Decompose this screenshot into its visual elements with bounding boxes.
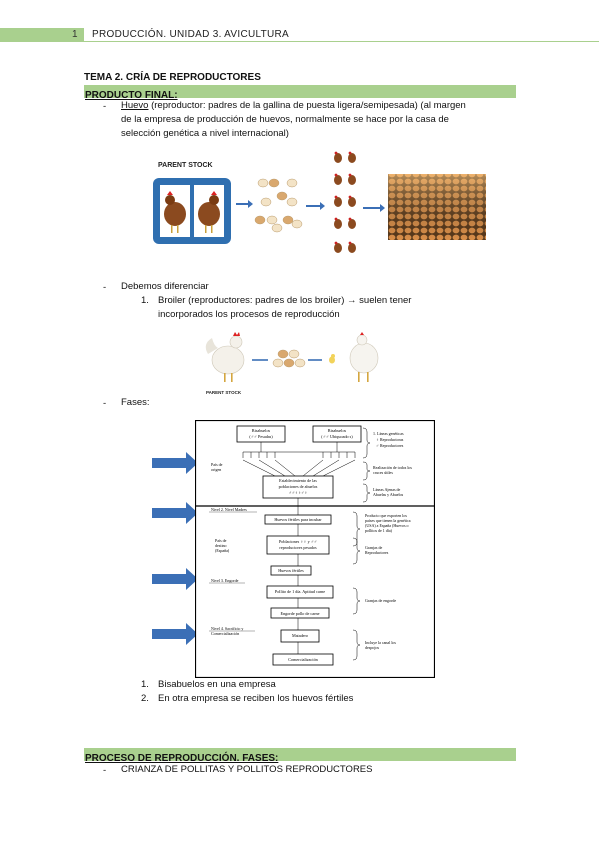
huevos-fertiles-box (270, 565, 312, 576)
nivel2-label: Nivel 2. Nivel Madres (211, 507, 247, 512)
svg-text:(USA) a España (Huevos o: (USA) a España (Huevos o (365, 523, 409, 528)
poblaciones-reproductores-box (266, 535, 330, 555)
svg-text:despojos: despojos (365, 645, 379, 650)
list-item: En otra empresa se reciben los huevos fé… (158, 693, 354, 704)
huevo-line2: de la empresa de producción de huevos, n… (121, 114, 449, 125)
huevos-fertiles-incubar-box (264, 514, 332, 525)
list-item: Bisabuelos en una empresa (158, 679, 276, 690)
svg-text:Pollito de 1 día. Aptitud carn: Pollito de 1 día. Aptitud carne (275, 589, 325, 594)
broiler-line2: incorporados los procesos de reproducció… (158, 309, 340, 320)
arrow-icon (363, 204, 385, 212)
huevo-line1: (reproductor: padres de la gallina de pu… (148, 100, 466, 111)
arrow-icon (236, 200, 253, 208)
eggs-icon (272, 349, 306, 368)
blue-arrow-icon (152, 568, 198, 590)
header-title: PRODUCCIÓN. UNIDAD 3. AVICULTURA (92, 29, 290, 40)
figure2-label: PARENT STOCK (206, 390, 242, 395)
svg-text:Matadero: Matadero (292, 633, 308, 638)
section-band-proceso: PROCESO DE REPRODUCCIÓN. FASES: (84, 748, 516, 764)
eggs-cluster-icon (254, 178, 303, 233)
nivel3-label: Nivel 3. Engorde (211, 578, 239, 583)
white-rooster-icon (205, 332, 245, 382)
svg-text:Producto que exporten los: Producto que exporten los (365, 513, 407, 518)
svg-text:1. Líneas genéticas: 1. Líneas genéticas (373, 431, 404, 436)
chick-icon (329, 354, 335, 364)
pais-origen-label: País de (211, 462, 223, 467)
bullet-debemos: Debemos diferenciar (121, 281, 209, 292)
side-arrows (152, 452, 198, 645)
svg-text:(♂♂ Ubiquoado s): (♂♂ Ubiquoado s) (321, 434, 353, 439)
svg-text:Granjas de engorde: Granjas de engorde (365, 598, 396, 603)
broiler-line1: Broiler (reproductores: padres de los br… (158, 295, 412, 306)
svg-text:Engorde pollo de carne: Engorde pollo de carne (281, 611, 320, 616)
page-number: 1 (72, 29, 78, 40)
svg-text:países que tienen la genética: países que tienen la genética (365, 518, 411, 523)
section-label-producto-final: PRODUCTO FINAL: (85, 90, 178, 101)
blue-arrow-icon (152, 623, 198, 645)
section-label-proceso: PROCESO DE REPRODUCCIÓN. FASES: (85, 753, 279, 764)
phases-diagram: Bisabuelos (♂♂ Pesadas) Bisabuelos (♂♂ U… (195, 420, 435, 678)
hen-icon (198, 191, 220, 233)
svg-text:Reproductores: Reproductores (365, 550, 389, 555)
list-number: 2. (141, 693, 149, 704)
svg-text:Abuelas y Abuelos: Abuelas y Abuelos (373, 492, 404, 497)
sub-broiler: Broiler (reproductores: padres de los br… (158, 294, 518, 322)
svg-text:Bisabuelos: Bisabuelos (328, 428, 347, 433)
bullet-dash: - (103, 398, 107, 409)
svg-text:pollitos de 1 día): pollitos de 1 día) (365, 528, 393, 533)
huevo-underlined: Huevo (121, 100, 149, 111)
svg-text:Líneas Ajenas de: Líneas Ajenas de (373, 487, 401, 492)
hens-grid-icon (334, 151, 356, 253)
parent-stock-egg-figure: PARENT STOCK (153, 151, 486, 253)
blue-arrow-icon (152, 502, 198, 524)
svg-text:destino: destino (215, 543, 227, 548)
bullet-crianza: CRIANZA DE POLLITAS Y POLLITOS REPRODUCT… (121, 764, 373, 775)
bullet-dash: - (103, 282, 107, 293)
svg-text:Huevos fértiles para incubar: Huevos fértiles para incubar (274, 517, 322, 522)
svg-text:♀ Reproductoras: ♀ Reproductoras (376, 437, 404, 442)
svg-text:poblaciones de abuelos: poblaciones de abuelos (279, 484, 318, 489)
hen-icon (164, 191, 186, 233)
svg-text:Incluye la canal los: Incluye la canal los (365, 640, 396, 645)
svg-text:Granjas de: Granjas de (365, 545, 382, 550)
svg-text:Comercialización: Comercialización (288, 657, 318, 662)
svg-text:origen: origen (211, 467, 221, 472)
svg-text:Establecimiento de las: Establecimiento de las (279, 478, 317, 483)
bullet-dash: - (103, 765, 107, 776)
bullet-huevo: Huevo (reproductor: padres de la gallina… (121, 99, 516, 141)
svg-text:Huevos fértiles: Huevos fértiles (278, 568, 304, 573)
bullet-fases: Fases: (121, 397, 150, 408)
svg-text:♂ Reproductores: ♂ Reproductores (376, 443, 404, 448)
svg-text:Bisabuelos: Bisabuelos (252, 428, 271, 433)
svg-text:Comercialización: Comercialización (211, 631, 239, 636)
list-number: 1. (141, 679, 149, 690)
comercializacion-box (272, 653, 334, 666)
header-rule (84, 41, 599, 42)
svg-text:cruces útiles: cruces útiles (373, 470, 393, 475)
svg-text:(♂♂ Pesadas): (♂♂ Pesadas) (249, 434, 273, 439)
svg-text:♂♂♀♀♂♀: ♂♂♀♀♂♀ (289, 490, 308, 495)
blue-arrow-icon (152, 452, 198, 474)
svg-text:Realización de todos los: Realización de todos los (373, 465, 412, 470)
svg-text:Poblaciones ♀♀ y ♂♂: Poblaciones ♀♀ y ♂♂ (279, 539, 317, 544)
header-bar (0, 28, 84, 42)
broiler-parent-stock-figure: PARENT STOCK (205, 332, 379, 395)
tema-title: TEMA 2. CRÍA DE REPRODUCTORES (84, 72, 261, 83)
huevo-line3: selección genética a nivel internacional… (121, 128, 289, 139)
nivel4-label: Nivel 4. Sacrificio y (211, 626, 243, 631)
pais-destino-label: País de (215, 538, 227, 543)
matadero-box (280, 629, 320, 643)
section-band-producto-final: PRODUCTO FINAL: (84, 85, 516, 101)
svg-text:reproductores pesados: reproductores pesados (279, 545, 317, 550)
white-broiler-icon (349, 332, 379, 382)
bullet-dash: - (103, 101, 107, 112)
figure1-label: PARENT STOCK (158, 162, 213, 169)
pollito-1dia-box (266, 585, 334, 599)
svg-text:(España): (España) (215, 548, 230, 553)
engorde-box (270, 607, 330, 619)
sub-number: 1. (141, 295, 149, 306)
arrow-icon (306, 202, 325, 210)
